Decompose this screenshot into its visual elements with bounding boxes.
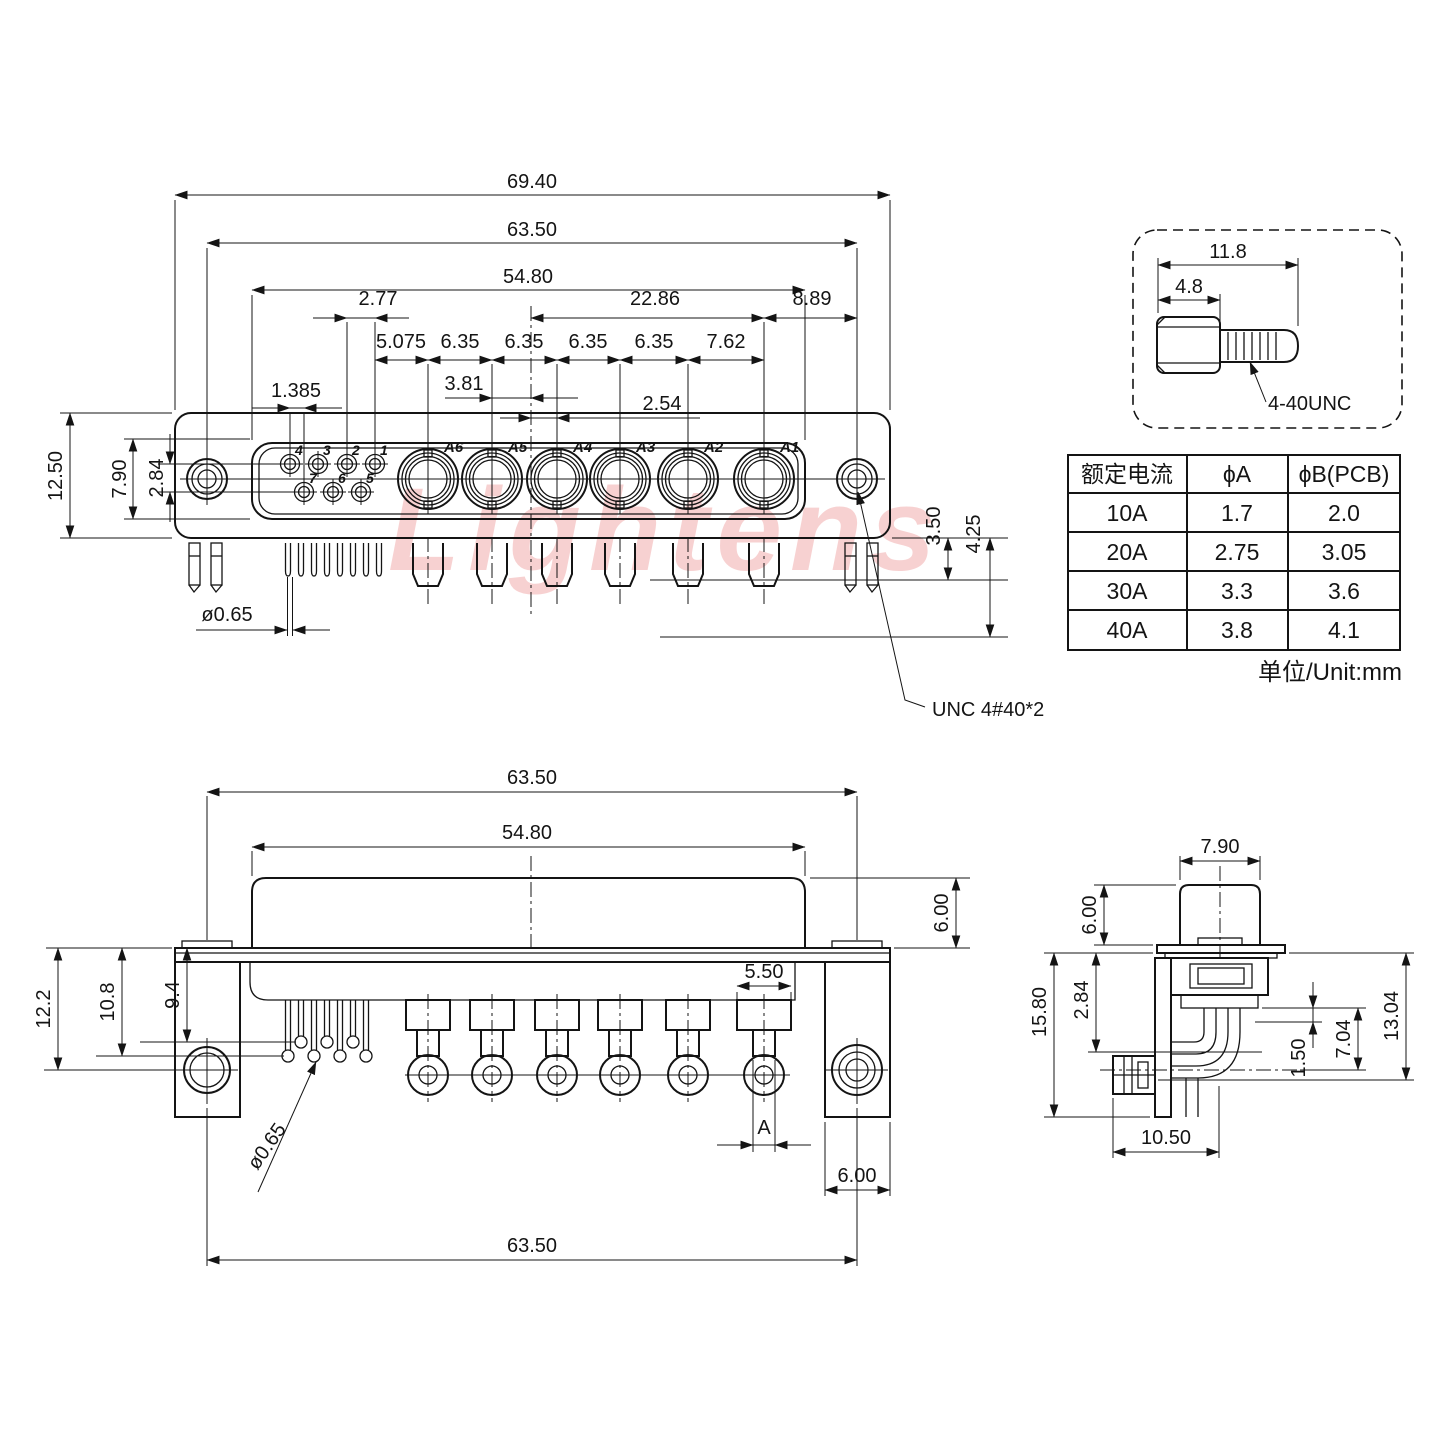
table-cell: 3.6 — [1328, 578, 1360, 604]
dim-front-mount-width: 63.50 — [507, 219, 557, 241]
dim-side-depth: 10.50 — [1141, 1127, 1191, 1149]
front-screw-note: UNC 4#40*2 — [932, 699, 1044, 721]
dim-front-pitch-2: 6.35 — [441, 331, 480, 353]
dim-screw-overall: 11.8 — [1209, 241, 1246, 263]
dim-screw-head: 4.8 — [1175, 276, 1203, 298]
dim-bottom-face-width: 54.80 — [502, 822, 552, 844]
coax-label-a2: A2 — [703, 439, 724, 456]
dim-side-h-total: 15.80 — [1029, 987, 1051, 1037]
pin-label-1: 1 — [380, 442, 388, 458]
side-view-outline — [1100, 866, 1300, 1118]
pin-label-5: 5 — [366, 470, 374, 486]
dim-front-coax-span: 22.86 — [630, 288, 680, 310]
dim-bottom-pin-a: A — [757, 1117, 771, 1139]
screw-thread-label: 4-40UNC — [1268, 393, 1351, 415]
table-unit-note: 单位/Unit:mm — [1258, 659, 1402, 686]
pin-label-3: 3 — [323, 442, 331, 458]
dim-side-pin-height: 7.04 — [1333, 1020, 1355, 1059]
table-cell: 2.0 — [1328, 500, 1360, 526]
dim-front-pitch-1: 5.075 — [376, 331, 426, 353]
side-view-dimensions: 7.90 6.00 15.80 2.84 1.50 7.04 — [1029, 836, 1414, 1158]
dim-bottom-h-total: 12.2 — [33, 990, 55, 1029]
coax-label-a4: A4 — [572, 439, 593, 456]
dim-front-tail2: 4.25 — [963, 515, 985, 554]
front-signal-pins: 4 3 2 1 7 6 5 — [277, 442, 388, 505]
dim-front-pitch-5: 6.35 — [635, 331, 674, 353]
coax-label-a1: A1 — [779, 439, 799, 456]
screw-detail: 11.8 4.8 4-40UNC — [1132, 229, 1403, 429]
table-cell: 2.75 — [1215, 539, 1260, 565]
pin-label-2: 2 — [351, 442, 360, 458]
front-view-outline — [174, 306, 891, 615]
table-cell: 1.7 — [1221, 500, 1253, 526]
table-cell: 3.8 — [1221, 617, 1253, 643]
front-coax-contacts: A6 A5 A4 A3 A2 A1 — [397, 439, 799, 514]
dim-front-row-stagger: 1.385 — [271, 380, 321, 402]
dim-bottom-pin-base: 5.50 — [745, 961, 784, 983]
dim-side-shell-width: 7.90 — [1201, 836, 1240, 858]
table-header-phia: ϕA — [1223, 461, 1252, 487]
dim-front-coax-right: 2.54 — [643, 393, 682, 415]
bottom-view-outline — [174, 856, 891, 1118]
dim-side-pin-offset: 1.50 — [1288, 1039, 1310, 1078]
coax-label-a3: A3 — [635, 439, 656, 456]
coax-label-a5: A5 — [507, 439, 528, 456]
front-dimensions: 69.40 63.50 54.80 2.77 22.86 8.89 — [45, 171, 1044, 721]
dim-front-height-overall: 12.50 — [45, 451, 67, 501]
dim-front-face-width: 54.80 — [503, 266, 553, 288]
dim-bottom-mount-width-top: 63.50 — [507, 767, 557, 789]
spec-table: 额定电流 ϕA ϕB(PCB) 10A 1.7 2.0 20A 2.75 3.0… — [1067, 454, 1402, 686]
front-tails — [188, 537, 879, 606]
dim-front-tail1: 3.50 — [923, 507, 945, 546]
dim-bottom-h-short: 9.4 — [162, 981, 184, 1009]
dim-side-h-right: 13.04 — [1381, 991, 1403, 1041]
table-header-phib: ϕB(PCB) — [1299, 461, 1390, 487]
dim-front-pitch-3: 6.35 — [505, 331, 544, 353]
bottom-view-dimensions: 63.50 54.80 6.00 5.50 12.2 10.8 9.4 — [33, 767, 970, 1266]
dim-front-end-offset: 8.89 — [793, 288, 832, 310]
pin-label-6: 6 — [338, 470, 346, 486]
dim-front-pitch-4: 6.35 — [569, 331, 608, 353]
dim-front-pin-pitch: 2.77 — [359, 288, 398, 310]
dim-bottom-pin-dia: ø0.65 — [243, 1119, 290, 1174]
dim-front-pin-dia: ø0.65 — [201, 604, 252, 626]
dim-front-overall-width: 69.40 — [507, 171, 557, 193]
dim-front-pitch-6: 7.62 — [707, 331, 746, 353]
pin-label-4: 4 — [294, 442, 303, 458]
dim-front-coax-left: 3.81 — [445, 373, 484, 395]
dim-front-height-mount: 7.90 — [109, 460, 131, 499]
table-cell: 20A — [1107, 539, 1149, 565]
table-cell: 3.05 — [1322, 539, 1367, 565]
table-cell: 4.1 — [1328, 617, 1360, 643]
table-cell: 40A — [1107, 617, 1149, 643]
table-cell: 30A — [1107, 578, 1149, 604]
dim-side-row-gap: 2.84 — [1071, 981, 1093, 1020]
dim-front-row-gap: 2.84 — [146, 459, 168, 498]
dim-bottom-shell-height: 6.00 — [931, 894, 953, 933]
dim-bottom-h-long: 10.8 — [97, 983, 119, 1022]
table-cell: 3.3 — [1221, 578, 1253, 604]
pin-label-7: 7 — [309, 470, 318, 486]
bottom-view-pins — [281, 994, 792, 1102]
table-cell: 10A — [1107, 500, 1149, 526]
coax-label-a6: A6 — [443, 439, 464, 456]
dim-bottom-mount-width-bottom: 63.50 — [507, 1235, 557, 1257]
dim-side-shell-height: 6.00 — [1079, 896, 1101, 935]
table-header-current: 额定电流 — [1081, 461, 1173, 487]
